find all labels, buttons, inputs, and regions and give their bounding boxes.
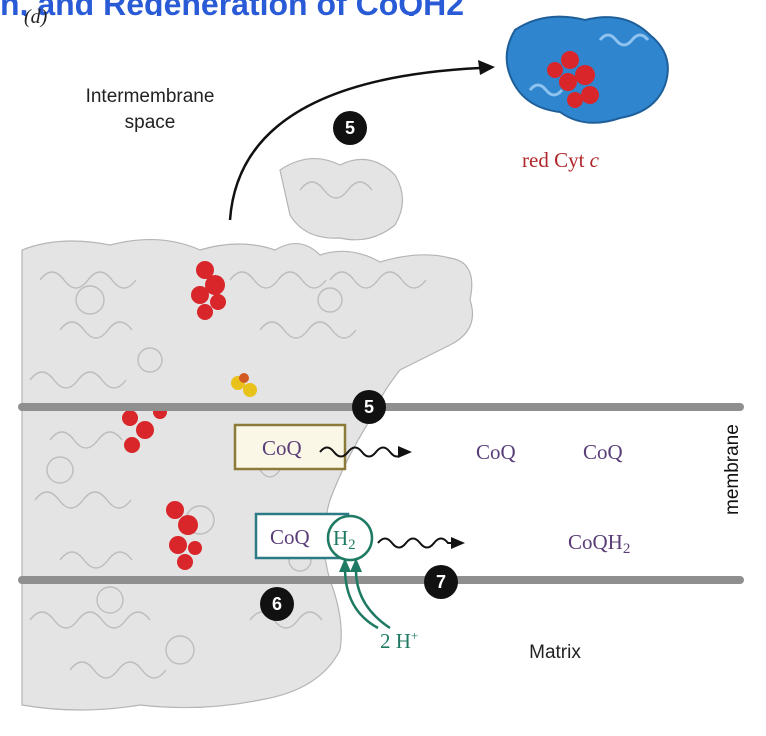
fe-s-cluster <box>231 373 257 397</box>
cyt-c-italic: c <box>589 148 599 172</box>
intermembrane-label: Intermembrane space <box>85 86 215 133</box>
step-badge-7: 7 <box>424 565 458 599</box>
cyt-release-arrow <box>228 66 481 221</box>
coq-free-label-1: CoQ <box>476 440 516 464</box>
proton-arrows <box>343 567 391 630</box>
h2-sub: 2 <box>348 537 356 553</box>
coqh2-label: CoQH2 <box>568 530 630 558</box>
h2-base: H <box>333 526 349 550</box>
protein-complex <box>21 157 474 711</box>
coq-reducing-label: CoQ <box>270 525 310 549</box>
membrane-label: membrane <box>722 424 743 515</box>
step-badge-5b: 5 <box>352 390 386 424</box>
protons-label: 2 H+ <box>380 628 418 654</box>
protons-count: 2 H <box>380 629 411 653</box>
coqh2-sub: 2 <box>622 541 631 557</box>
diffusion-arrow-1 <box>319 446 407 458</box>
step-badge-5a: 5 <box>333 111 367 145</box>
cyt-c-label: red Cyt c <box>522 148 599 173</box>
matrix-label: Matrix <box>529 642 581 663</box>
cyt-c-text: red Cyt <box>522 148 590 172</box>
ribbon-texture <box>29 181 427 679</box>
h2-circle <box>326 514 374 562</box>
coq-free-label-2: CoQ <box>583 440 623 464</box>
step-badge-6: 6 <box>260 587 294 621</box>
protons-sup: + <box>410 628 419 643</box>
coqh2-base: CoQH <box>568 530 623 554</box>
header-title: n, and Regeneration of CoQH2 <box>0 0 766 16</box>
h2-label: H2 <box>333 526 356 554</box>
diffusion-arrow-2 <box>377 537 452 549</box>
cyt-c-protein <box>505 15 669 124</box>
coq-bound-label: CoQ <box>262 436 302 460</box>
panel-label: (d) <box>24 6 48 28</box>
